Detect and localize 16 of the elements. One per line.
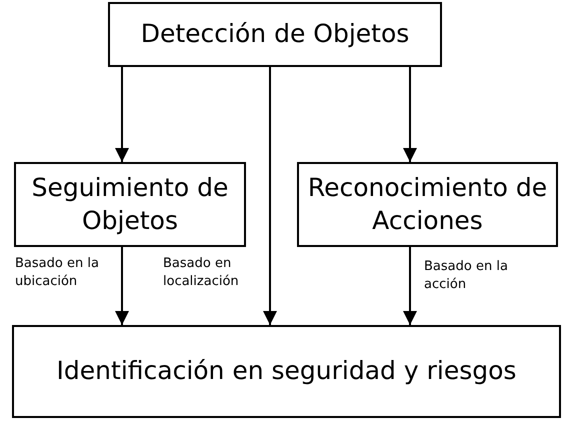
process-box (108, 2, 442, 67)
arrow (403, 67, 417, 162)
box-label: Reconocimiento de Acciones (306, 172, 548, 236)
box-label: Seguimiento de Objetos (30, 172, 230, 236)
box-label: Identificación en seguridad y riesgos (56, 355, 518, 388)
edge-label: Basado en la ubicación (15, 255, 100, 290)
process-box (297, 162, 558, 247)
arrow (403, 247, 417, 325)
process-box (14, 162, 246, 247)
arrow (263, 67, 277, 325)
box-label: Detección de Objetos (140, 18, 410, 50)
process-box (12, 325, 561, 418)
edge-label: Basado en localización (163, 255, 240, 290)
arrow (115, 247, 129, 325)
arrow (115, 67, 129, 162)
edge-label: Basado en la acción (424, 258, 509, 294)
